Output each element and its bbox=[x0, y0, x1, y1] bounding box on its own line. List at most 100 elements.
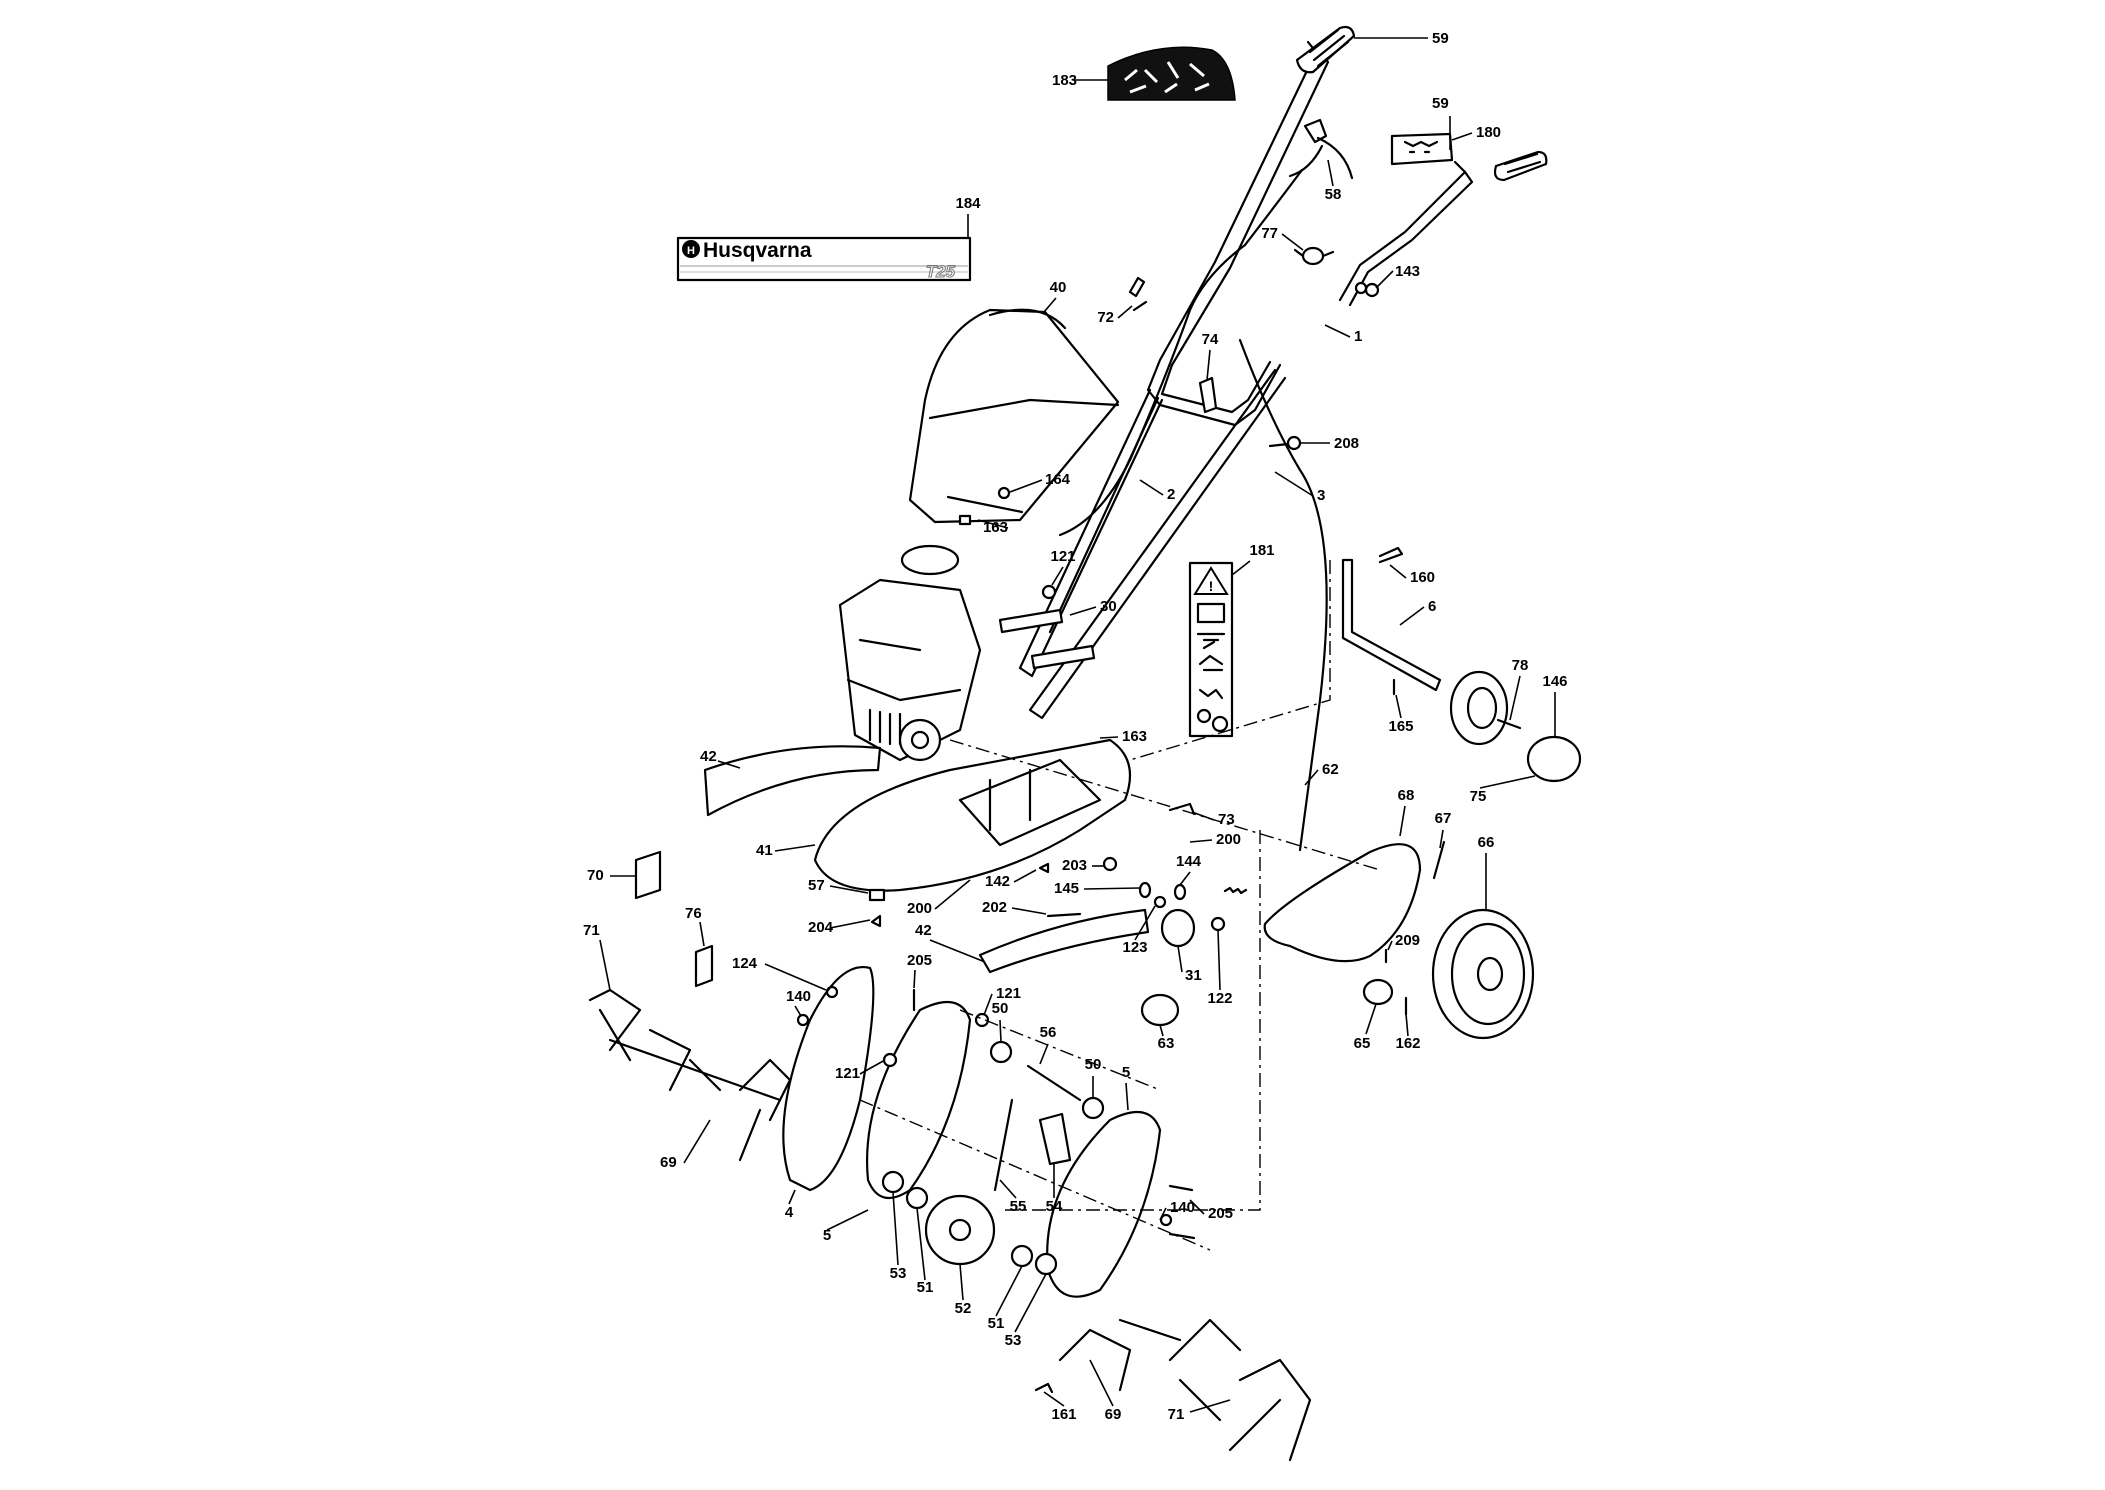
callout-label-c-63: 63 bbox=[1158, 1035, 1175, 1052]
callout-label-c-163b: 163 bbox=[1122, 728, 1147, 745]
nut-163a bbox=[958, 514, 972, 526]
leader-line-c-121c bbox=[859, 1059, 886, 1075]
chain-55 bbox=[993, 1098, 1014, 1192]
leader-line-c-161 bbox=[1043, 1391, 1065, 1407]
callout-label-c-75: 75 bbox=[1470, 788, 1487, 805]
bearing-51a bbox=[905, 1186, 929, 1210]
leader-line-c-124 bbox=[764, 963, 827, 991]
washer-124 bbox=[825, 985, 839, 999]
leader-line-c-123 bbox=[1134, 905, 1156, 941]
leader-line-c-51b bbox=[995, 1265, 1023, 1317]
callout-label-c-2: 2 bbox=[1167, 486, 1175, 503]
shaft-56 bbox=[1026, 1064, 1082, 1102]
bolt-205b bbox=[1168, 1184, 1196, 1240]
callout-label-c-66: 66 bbox=[1478, 834, 1495, 851]
callout-label-c-71b: 71 bbox=[1168, 1406, 1185, 1423]
bearing-50b bbox=[1081, 1096, 1105, 1120]
svg-text:!: ! bbox=[1209, 578, 1214, 594]
washer-144 bbox=[1173, 883, 1187, 901]
callout-label-c-140b: 140 bbox=[1170, 1199, 1195, 1216]
callout-label-c-160: 160 bbox=[1410, 569, 1435, 586]
leader-line-c-55 bbox=[999, 1179, 1017, 1199]
leader-line-c-77 bbox=[1281, 233, 1304, 251]
callout-label-c-77: 77 bbox=[1261, 225, 1278, 242]
bracket-76 bbox=[694, 944, 714, 988]
leader-line-c-71b bbox=[1189, 1399, 1231, 1413]
callout-label-c-165: 165 bbox=[1388, 718, 1413, 735]
callout-label-c-181: 181 bbox=[1249, 542, 1274, 559]
leader-line-c-200a bbox=[1189, 839, 1213, 843]
callout-label-c-162: 162 bbox=[1395, 1035, 1420, 1052]
belt-4 bbox=[782, 965, 875, 1192]
nut-122 bbox=[1210, 916, 1226, 932]
callout-label-c-121a: 121 bbox=[1050, 548, 1075, 565]
belt-cover-40 bbox=[908, 308, 1120, 524]
husqvarna-crown-icon: H bbox=[682, 240, 700, 258]
fender-42a bbox=[703, 745, 882, 817]
leader-line-c-52 bbox=[959, 1263, 964, 1301]
leader-line-c-205b bbox=[1189, 1199, 1205, 1215]
leader-line-c-205a bbox=[913, 969, 916, 989]
callout-label-c-205b: 205 bbox=[1208, 1205, 1233, 1222]
callout-label-c-163a: 163 bbox=[983, 519, 1008, 536]
leader-line-c-42b bbox=[929, 939, 986, 963]
callout-label-c-122: 122 bbox=[1207, 990, 1232, 1007]
leader-line-c-4 bbox=[788, 1189, 796, 1205]
callout-label-c-59a: 59 bbox=[1432, 30, 1449, 47]
leader-line-c-3 bbox=[1274, 471, 1314, 497]
callout-label-c-69a: 69 bbox=[660, 1154, 677, 1171]
leader-line-c-163b bbox=[1099, 736, 1119, 739]
callout-label-c-124: 124 bbox=[732, 955, 758, 972]
callout-label-c-62: 62 bbox=[1322, 761, 1339, 778]
screw-164 bbox=[997, 486, 1011, 500]
leader-line-c-69b bbox=[1089, 1359, 1114, 1407]
leader-line-c-40 bbox=[1043, 297, 1057, 313]
callout-label-c-76: 76 bbox=[685, 905, 702, 922]
leader-line-c-56 bbox=[1039, 1043, 1049, 1065]
callout-label-c-41: 41 bbox=[756, 842, 773, 859]
engine bbox=[838, 544, 982, 762]
dowel-121a bbox=[1041, 584, 1057, 600]
callout-label-c-208: 208 bbox=[1334, 435, 1359, 452]
callout-label-c-121c: 121 bbox=[835, 1065, 860, 1082]
leader-line-c-76 bbox=[699, 921, 705, 947]
callout-label-c-53b: 53 bbox=[1005, 1332, 1022, 1349]
callout-label-c-55: 55 bbox=[1010, 1198, 1027, 1215]
cap-146 bbox=[1526, 735, 1582, 783]
leader-line-c-164 bbox=[1009, 479, 1043, 493]
callout-label-c-142: 142 bbox=[985, 873, 1010, 890]
callout-label-c-1: 1 bbox=[1354, 328, 1362, 345]
callout-label-c-144: 144 bbox=[1176, 853, 1202, 870]
tine-assembly-71a bbox=[588, 988, 782, 1102]
leader-lines bbox=[599, 37, 1556, 1413]
washer-140b bbox=[1159, 1213, 1173, 1227]
leader-line-c-73 bbox=[1191, 811, 1215, 821]
callout-label-c-58: 58 bbox=[1325, 186, 1342, 203]
callout-label-c-57: 57 bbox=[808, 877, 825, 894]
leader-line-c-58 bbox=[1327, 159, 1334, 187]
callout-label-c-30: 30 bbox=[1100, 598, 1117, 615]
callout-label-c-67: 67 bbox=[1435, 810, 1452, 827]
nut-57 bbox=[868, 888, 886, 902]
svg-text:H: H bbox=[687, 245, 695, 257]
leader-line-c-78 bbox=[1509, 675, 1521, 721]
callout-label-c-146: 146 bbox=[1542, 673, 1567, 690]
callout-label-c-3: 3 bbox=[1317, 487, 1325, 504]
callout-label-c-40: 40 bbox=[1050, 279, 1067, 296]
leader-line-c-53a bbox=[892, 1191, 899, 1266]
bearing-51b bbox=[1010, 1244, 1034, 1268]
bolt-203 bbox=[1102, 856, 1118, 872]
chain-case-5a bbox=[866, 1000, 972, 1200]
callout-label-c-54: 54 bbox=[1046, 1198, 1063, 1215]
leader-line-c-2 bbox=[1139, 479, 1164, 496]
leader-line-c-122 bbox=[1217, 929, 1221, 991]
callout-label-c-143: 143 bbox=[1395, 263, 1420, 280]
callout-label-c-65: 65 bbox=[1354, 1035, 1371, 1052]
callout-label-c-4: 4 bbox=[785, 1204, 794, 1221]
callout-label-c-209: 209 bbox=[1395, 932, 1420, 949]
leader-line-c-202 bbox=[1011, 907, 1047, 915]
pulley-31 bbox=[1160, 908, 1196, 948]
callout-label-c-184: 184 bbox=[955, 195, 981, 212]
